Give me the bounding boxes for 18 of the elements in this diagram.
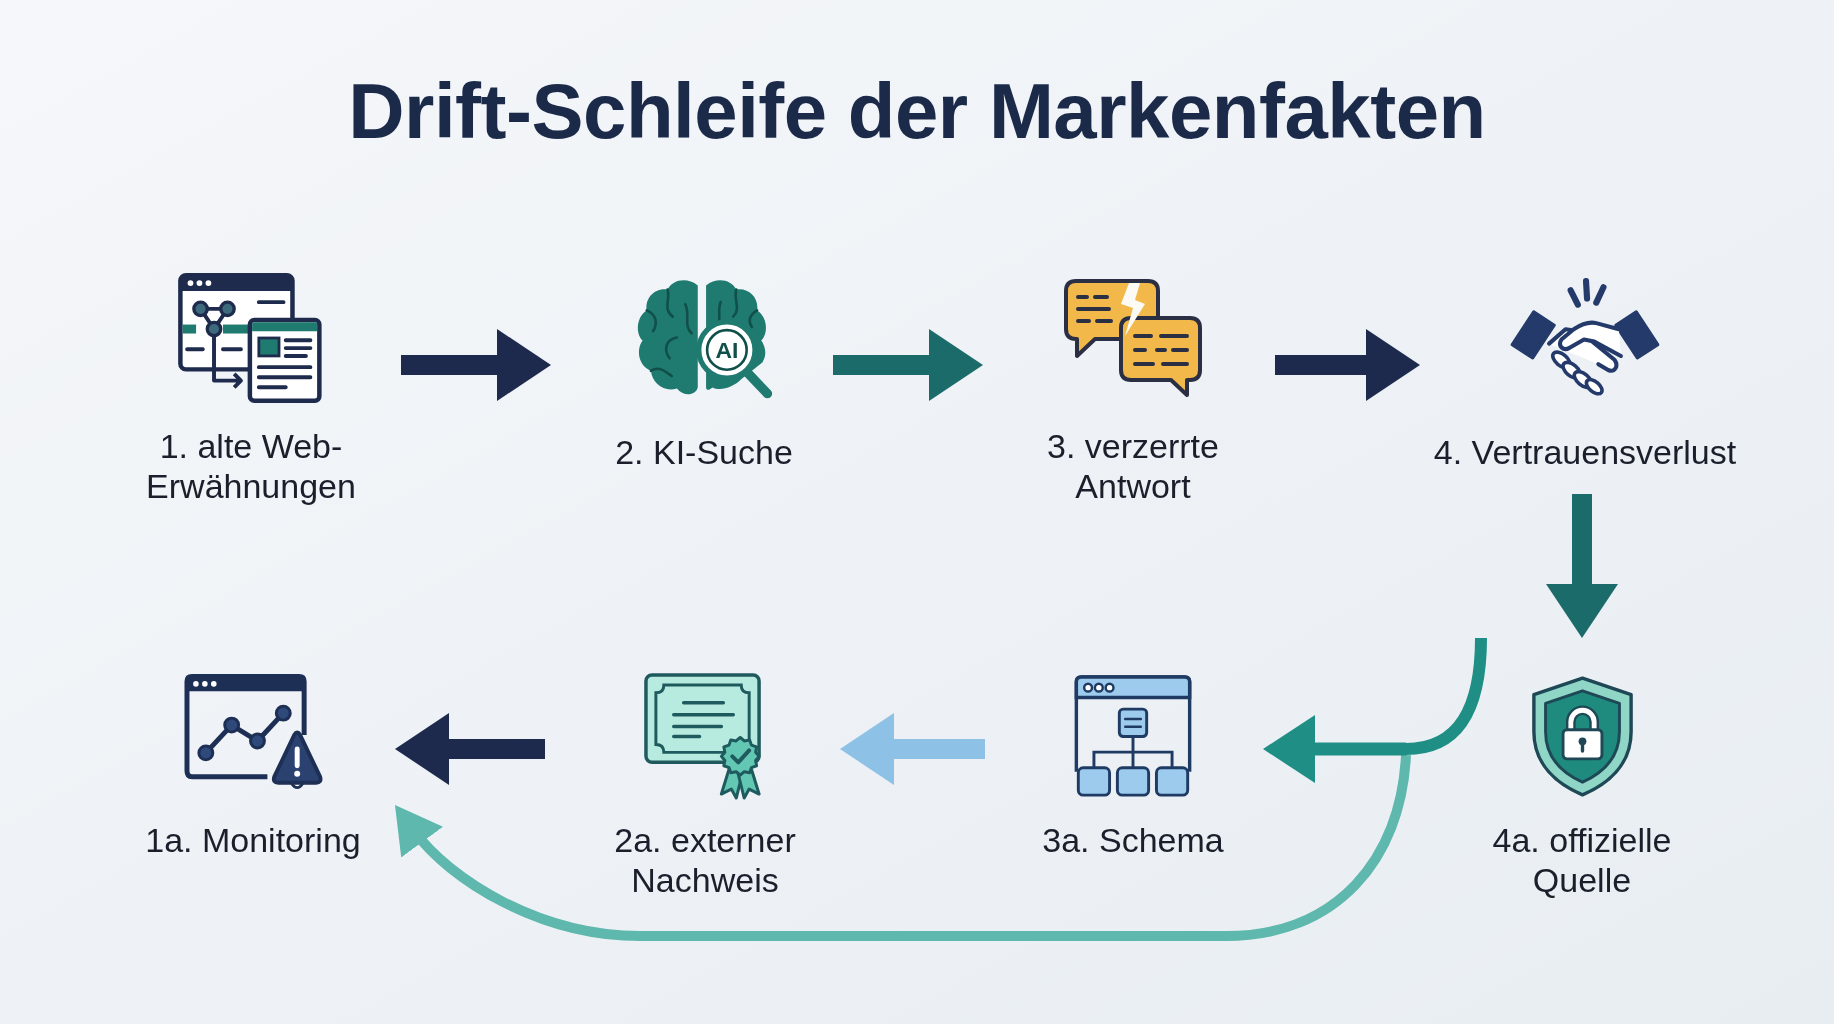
step-label: 2a. externer Nachweis xyxy=(613,820,797,900)
step-label: 1. alte Web- Erwähnungen xyxy=(145,426,357,506)
step-label: 3. verzerrte Antwort xyxy=(1046,426,1220,506)
arrow xyxy=(840,713,985,785)
arrow xyxy=(833,329,983,401)
ai-lettering: AI xyxy=(705,328,748,371)
title: Drift-Schleife der Markenfakten xyxy=(348,66,1486,156)
arrow xyxy=(401,329,551,401)
step-label: 3a. Schema xyxy=(1042,820,1224,860)
arrow xyxy=(1275,329,1420,401)
step-label: 4a. offizielle Quelle xyxy=(1491,820,1673,900)
curved-arrow xyxy=(1263,715,1406,783)
arrow xyxy=(1546,494,1618,638)
curved-arrow xyxy=(393,754,1411,941)
step-label: 1a. Monitoring xyxy=(145,820,361,860)
arrow xyxy=(395,713,545,785)
step-label: 4. Vertrauensverlust xyxy=(1433,432,1737,472)
step-label: 2. KI-Suche xyxy=(615,432,793,472)
